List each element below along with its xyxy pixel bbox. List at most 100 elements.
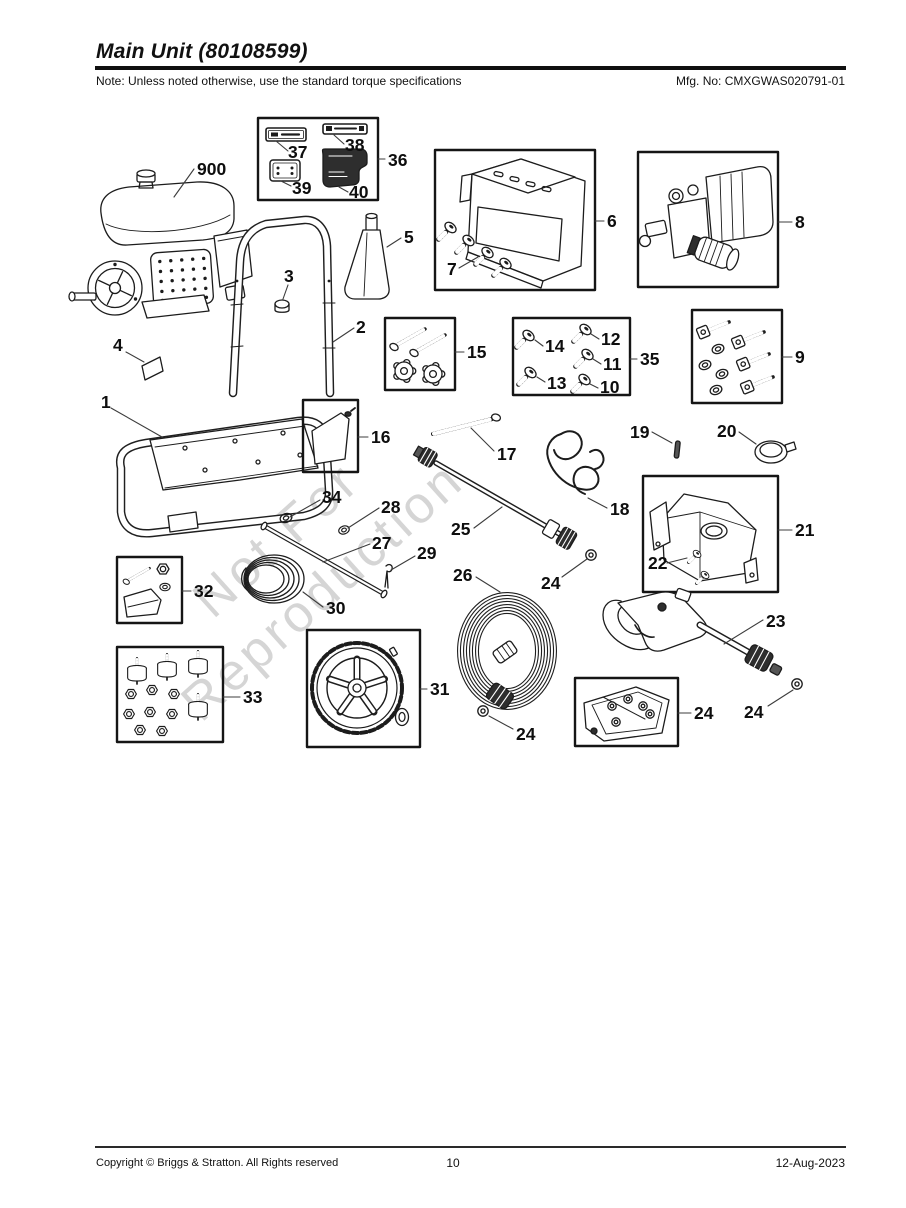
callout-label-9: 9: [795, 347, 805, 367]
tank-cap-art: [754, 440, 797, 464]
callout-label-37: 37: [288, 142, 307, 162]
callout-hose: 26: [453, 565, 501, 593]
callout-lance: 25: [451, 506, 503, 539]
callout-label-11: 11: [603, 354, 622, 374]
callout-tank: 21: [777, 520, 815, 540]
callout-label-3: 3: [284, 266, 294, 286]
callout-label-24b: 24: [516, 724, 536, 744]
callout-label-8: 8: [795, 212, 805, 232]
callout-axle: 27: [322, 533, 391, 563]
callout-label-32: 32: [194, 581, 214, 601]
callout-label-30: 30: [326, 598, 346, 618]
callout-label-17: 17: [497, 444, 516, 464]
callout-label-4: 4: [113, 335, 123, 355]
cotter-pin-art: [384, 563, 393, 589]
callout-label-16: 16: [371, 427, 391, 447]
pump-box: [636, 150, 780, 289]
callout-wheel: 31: [419, 679, 450, 699]
callout-label-10: 10: [600, 377, 620, 397]
callout-label-7: 7: [447, 259, 457, 279]
callout-pump: 8: [777, 212, 805, 232]
callout-pin: 19: [630, 422, 673, 444]
frame-art: [115, 416, 334, 538]
callout-hose-hook: 18: [587, 497, 630, 519]
callout-label-900: 900: [197, 159, 226, 179]
callout-label-36: 36: [388, 150, 408, 170]
callout-label-5: 5: [404, 227, 414, 247]
callout-label-1: 1: [101, 392, 111, 412]
callout-label-23: 23: [766, 611, 786, 631]
copyright-text: Copyright © Briggs & Stratton. All Right…: [96, 1157, 339, 1169]
bolt-kit-box: [690, 308, 784, 405]
page-title: Main Unit (80108599): [96, 40, 308, 63]
footer-rule: [95, 1146, 846, 1148]
isolator-kit-box: [115, 645, 225, 744]
spring-art: [240, 554, 305, 604]
callout-washer-34: 34: [289, 487, 342, 518]
callout-label-20: 20: [717, 421, 737, 441]
callout-decal-4: 4: [113, 335, 145, 363]
callout-screw-kit: 35: [629, 349, 660, 369]
callout-spray-gun: 23: [723, 611, 786, 645]
callout-label-35: 35: [640, 349, 660, 369]
callout-nozzle-guard: 5: [386, 227, 414, 248]
callout-label-2: 2: [356, 317, 366, 337]
callout-label-25: 25: [451, 519, 471, 539]
callout-label-27: 27: [372, 533, 391, 553]
callout-label-19: 19: [630, 422, 650, 442]
plate-box: [301, 398, 360, 474]
callout-foot-kit: 32: [181, 581, 214, 601]
callout-label-29: 29: [417, 543, 437, 563]
bolt-knob-kit-box: [383, 316, 457, 392]
callout-label-31: 31: [430, 679, 450, 699]
callout-oring-hose: 24: [488, 715, 536, 744]
screw-kit-box: 14 12 11 13 10: [511, 316, 632, 397]
rod-art: [431, 413, 502, 436]
callout-isolator-kit: 33: [222, 687, 263, 707]
callout-label-38: 38: [345, 135, 365, 155]
callout-oring-gun: 24: [744, 689, 794, 722]
callout-label-33: 33: [243, 687, 263, 707]
pin-art: [673, 440, 681, 459]
torque-note: Note: Unless noted otherwise, use the st…: [96, 74, 462, 88]
callout-bolt-kit: 9: [781, 347, 805, 367]
callout-rod: 17: [470, 427, 516, 464]
callout-frame: 1: [101, 392, 163, 438]
wheel-box: [305, 628, 422, 749]
axle-art: [260, 521, 388, 599]
callout-cotter-pin: 29: [390, 543, 437, 571]
callout-label-22: 22: [648, 553, 668, 573]
decal-4-art: [141, 356, 164, 381]
engine-art: [68, 169, 253, 319]
decal-kit-box: 37 38 39 40: [256, 116, 380, 202]
callout-label-26: 26: [453, 565, 473, 585]
panel-box: 7: [433, 148, 597, 292]
callout-washer-28: 28: [347, 497, 401, 529]
callout-label-28: 28: [381, 497, 401, 517]
callout-label-39: 39: [292, 178, 312, 198]
callout-handle: 2: [332, 317, 366, 343]
callout-label-13: 13: [547, 373, 567, 393]
callout-label-24d: 24: [694, 703, 714, 723]
callout-spring: 30: [302, 591, 346, 618]
callout-label-6: 6: [607, 211, 617, 231]
callout-label-15: 15: [467, 342, 487, 362]
revision-date: 12-Aug-2023: [775, 1156, 845, 1170]
foot-kit-box: [115, 555, 184, 625]
washer-28-art: [336, 523, 352, 537]
callout-label-24c: 24: [744, 702, 764, 722]
mfg-number: Mfg. No: CMXGWAS020791-01: [676, 74, 845, 88]
callout-label-14: 14: [545, 336, 565, 356]
callout-label-21: 21: [795, 520, 815, 540]
callout-oring-lance: 24: [541, 558, 588, 593]
page-number: 10: [446, 1156, 460, 1170]
tank-box: 22: [641, 474, 780, 594]
callout-label-12: 12: [601, 329, 621, 349]
callout-label-18: 18: [610, 499, 630, 519]
callout-grip-cap: 3: [282, 266, 294, 300]
callout-engine: 900: [173, 159, 226, 198]
spray-gun-art: [602, 587, 803, 690]
lance-art: [412, 445, 597, 561]
callout-label-40: 40: [349, 182, 369, 202]
